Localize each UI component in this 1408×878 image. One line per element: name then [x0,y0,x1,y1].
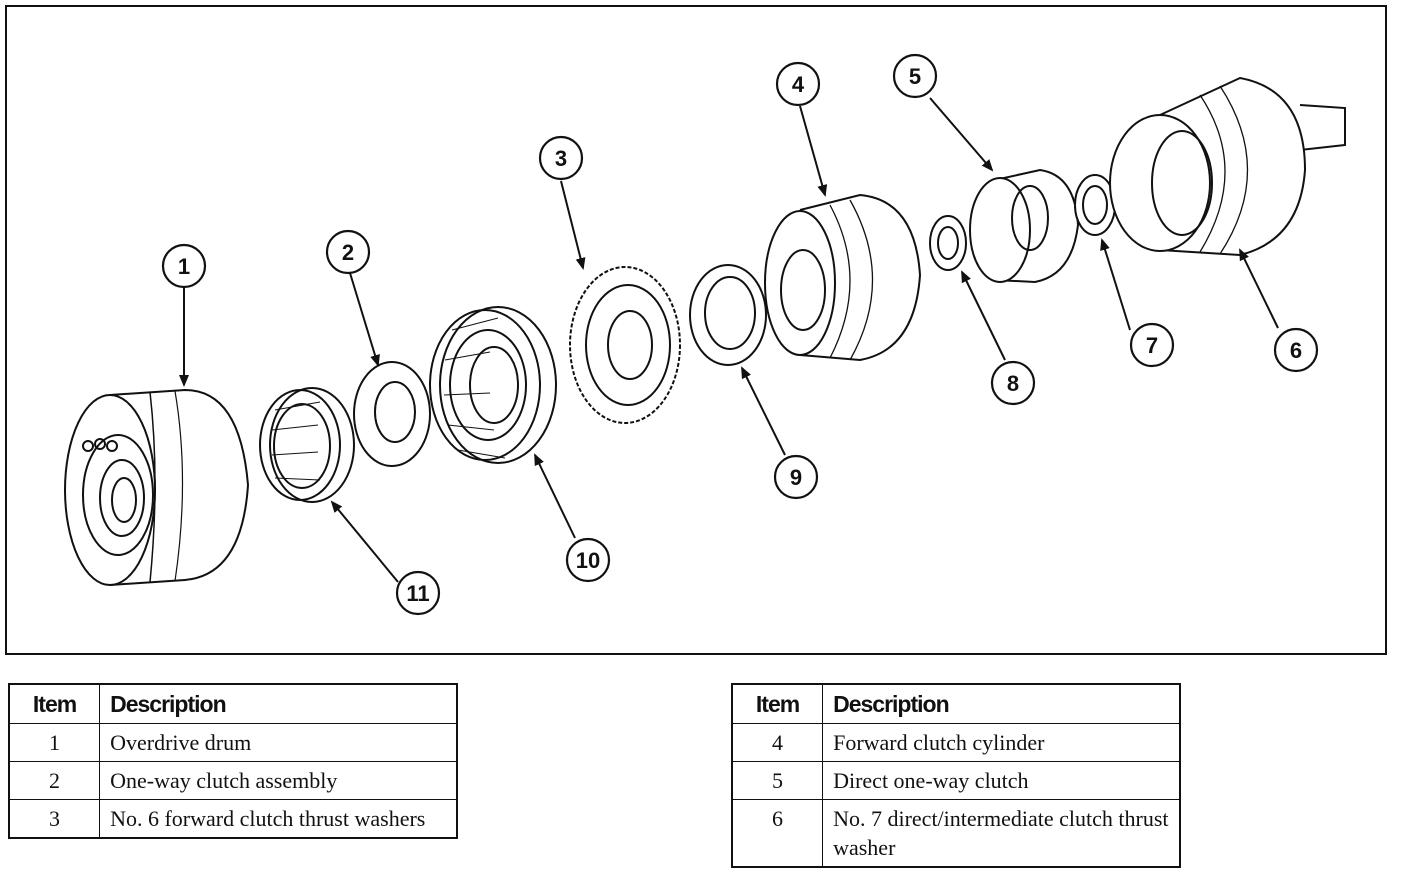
callout-circle [990,360,1036,406]
callout-circle [773,454,819,500]
table-row: 3 No. 6 forward clutch thrust washers [8,799,458,839]
exploded-view-diagram: 1 2 3 4 5 6 7 8 9 10 11 [64,53,1346,616]
thrust-washer-part-7 [1074,174,1116,236]
direct-clutch-drum-part [1109,76,1346,257]
legend-item-number: 3 [8,799,101,839]
forward-clutch-cylinder-part [764,193,922,362]
callout-label: 8 [1007,371,1019,396]
legend-header-description: Description [822,683,1181,724]
callout-circle [395,570,441,616]
callout-label: 11 [406,581,429,606]
legend-item-description: No. 6 forward clutch thrust washers [99,799,458,839]
direct-one-way-clutch-part [969,168,1080,284]
callout-circle [325,229,371,275]
legend-header-description: Description [99,683,458,724]
callout-label: 5 [909,64,921,89]
callout-circle [1129,322,1175,368]
callout-circle [775,61,821,107]
callout-label: 3 [555,146,567,171]
callout-circle [538,135,584,181]
one-way-clutch-ring-part [259,387,355,503]
callout-label: 4 [792,72,805,97]
legend-header-item: Item [731,683,824,724]
diagram-frame [5,5,1387,655]
table-row: 6 No. 7 direct/intermediate clutch thrus… [731,799,1181,868]
legend-item-number: 1 [8,723,101,762]
callout-label: 9 [790,465,802,490]
callout-circle [1273,327,1319,373]
thrust-washer-part-8 [929,215,967,271]
callout-circle [161,243,207,289]
table-row: 4 Forward clutch cylinder [731,723,1181,762]
thrust-washer-part-9 [689,264,767,366]
legend-item-description: Overdrive drum [99,723,458,762]
table-row: 5 Direct one-way clutch [731,761,1181,800]
legend-item-description: No. 7 direct/intermediate clutch thrust … [822,799,1181,868]
legend-item-number: 5 [731,761,824,800]
overdrive-drum-part [64,388,250,586]
callout-label: 6 [1290,338,1302,363]
legend-item-description: Direct one-way clutch [822,761,1181,800]
callout-label: 2 [342,240,354,265]
legend-header-item: Item [8,683,101,724]
callout-circle [565,537,611,583]
legend-item-number: 2 [8,761,101,800]
legend-item-description: One-way clutch assembly [99,761,458,800]
callout-label: 10 [576,548,600,573]
thrust-washer-part-2 [353,361,431,467]
callout-label: 7 [1146,333,1158,358]
table-row: 1 Overdrive drum [8,723,458,762]
legend-item-number: 4 [731,723,824,762]
legend-item-number: 6 [731,799,824,868]
callout-label: 1 [178,254,190,279]
table-row: 2 One-way clutch assembly [8,761,458,800]
clutch-hub-part-10 [429,306,557,464]
thrust-washer-part-3 [569,266,681,424]
legend-table-left: Item Description 1 Overdrive drum 2 One-… [8,683,458,839]
legend-table-right: Item Description 4 Forward clutch cylind… [731,683,1181,868]
legend-item-description: Forward clutch cylinder [822,723,1181,762]
callout-circle [892,53,938,99]
